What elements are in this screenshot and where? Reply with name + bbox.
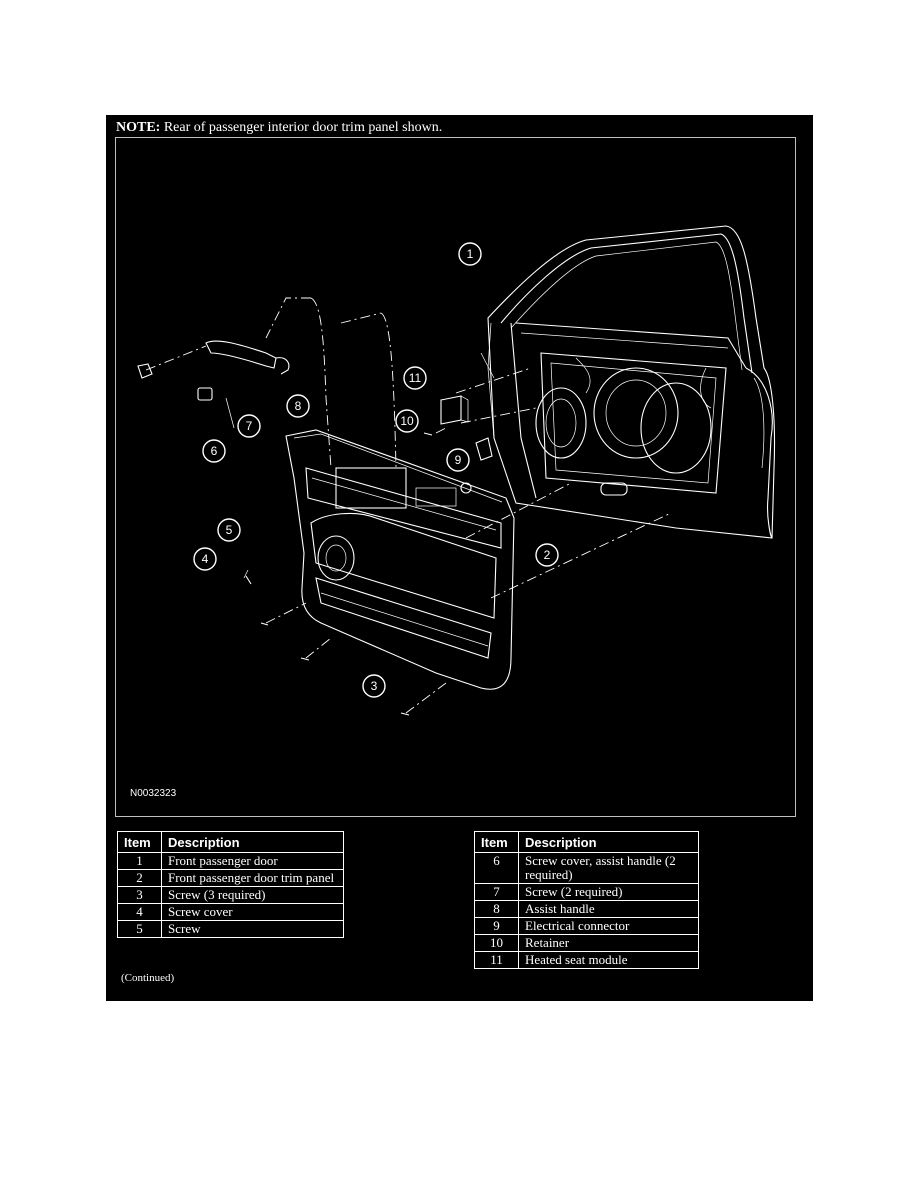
svg-text:5: 5 [226, 523, 233, 537]
column-header-description: Description [518, 831, 699, 853]
item-description: Screw cover [161, 903, 344, 921]
callout-2: 2 [535, 543, 559, 567]
svg-text:11: 11 [409, 371, 422, 385]
item-number: 7 [474, 883, 519, 901]
item-description: Screw [161, 920, 344, 938]
callout-5: 5 [217, 518, 241, 542]
item-number: 5 [117, 920, 162, 938]
note-label: NOTE: [116, 120, 161, 135]
figure-id: N0032323 [130, 788, 177, 799]
item-number: 10 [474, 934, 519, 952]
continued-note: (Continued) [121, 972, 175, 984]
item-number: 11 [474, 951, 519, 969]
front-passenger-door-drawing [487, 225, 776, 539]
item-description: Screw cover, assist handle (2 required) [518, 852, 699, 884]
callout-6: 6 [202, 439, 226, 463]
item-number: 2 [117, 869, 162, 887]
callout-11: 11 [403, 366, 427, 390]
item-description: Front passenger door trim panel [161, 869, 344, 887]
item-number: 3 [117, 886, 162, 904]
callout-9: 9 [446, 448, 470, 472]
item-number: 9 [474, 917, 519, 935]
callout-8: 8 [286, 394, 310, 418]
table-header-row: Item Description [474, 831, 699, 853]
item-description: Screw (2 required) [518, 883, 699, 901]
table-header-row: Item Description [117, 831, 344, 853]
callout-10: 10 [395, 409, 419, 433]
note-text: Rear of passenger interior door trim pan… [160, 120, 443, 135]
item-description: Electrical connector [518, 917, 699, 935]
door-trim-diagram: 1 2 3 4 5 6 7 8 9 10 11 [137, 225, 776, 716]
assist-handle-drawing [137, 340, 290, 401]
svg-text:10: 10 [400, 414, 414, 428]
column-header-item: Item [474, 831, 519, 853]
callout-1: 1 [458, 242, 482, 266]
item-description: Retainer [518, 934, 699, 952]
callout-3: 3 [362, 674, 386, 698]
heated-seat-module-drawing [440, 395, 493, 461]
svg-text:2: 2 [544, 548, 551, 562]
svg-text:4: 4 [202, 552, 209, 566]
svg-text:7: 7 [246, 419, 253, 433]
column-header-description: Description [161, 831, 344, 853]
item-description: Front passenger door [161, 852, 344, 870]
door-trim-panel-drawing [285, 429, 515, 690]
item-number: 4 [117, 903, 162, 921]
exploded-diagram: 1 2 3 4 5 6 7 8 9 10 11 N0032323 [115, 137, 796, 817]
callout-4: 4 [193, 547, 217, 571]
item-number: 6 [474, 852, 519, 884]
item-description: Screw (3 required) [161, 886, 344, 904]
item-number: 1 [117, 852, 162, 870]
note: NOTE: Rear of passenger interior door tr… [116, 120, 442, 136]
svg-text:1: 1 [467, 247, 474, 261]
column-header-item: Item [117, 831, 162, 853]
illustration-frame: NOTE: Rear of passenger interior door tr… [106, 115, 813, 1001]
item-description: Assist handle [518, 900, 699, 918]
svg-text:9: 9 [455, 453, 462, 467]
svg-text:6: 6 [211, 444, 218, 458]
svg-text:8: 8 [295, 399, 302, 413]
callout-7: 7 [237, 414, 261, 438]
item-description: Heated seat module [518, 951, 699, 969]
item-number: 8 [474, 900, 519, 918]
svg-text:3: 3 [371, 679, 378, 693]
